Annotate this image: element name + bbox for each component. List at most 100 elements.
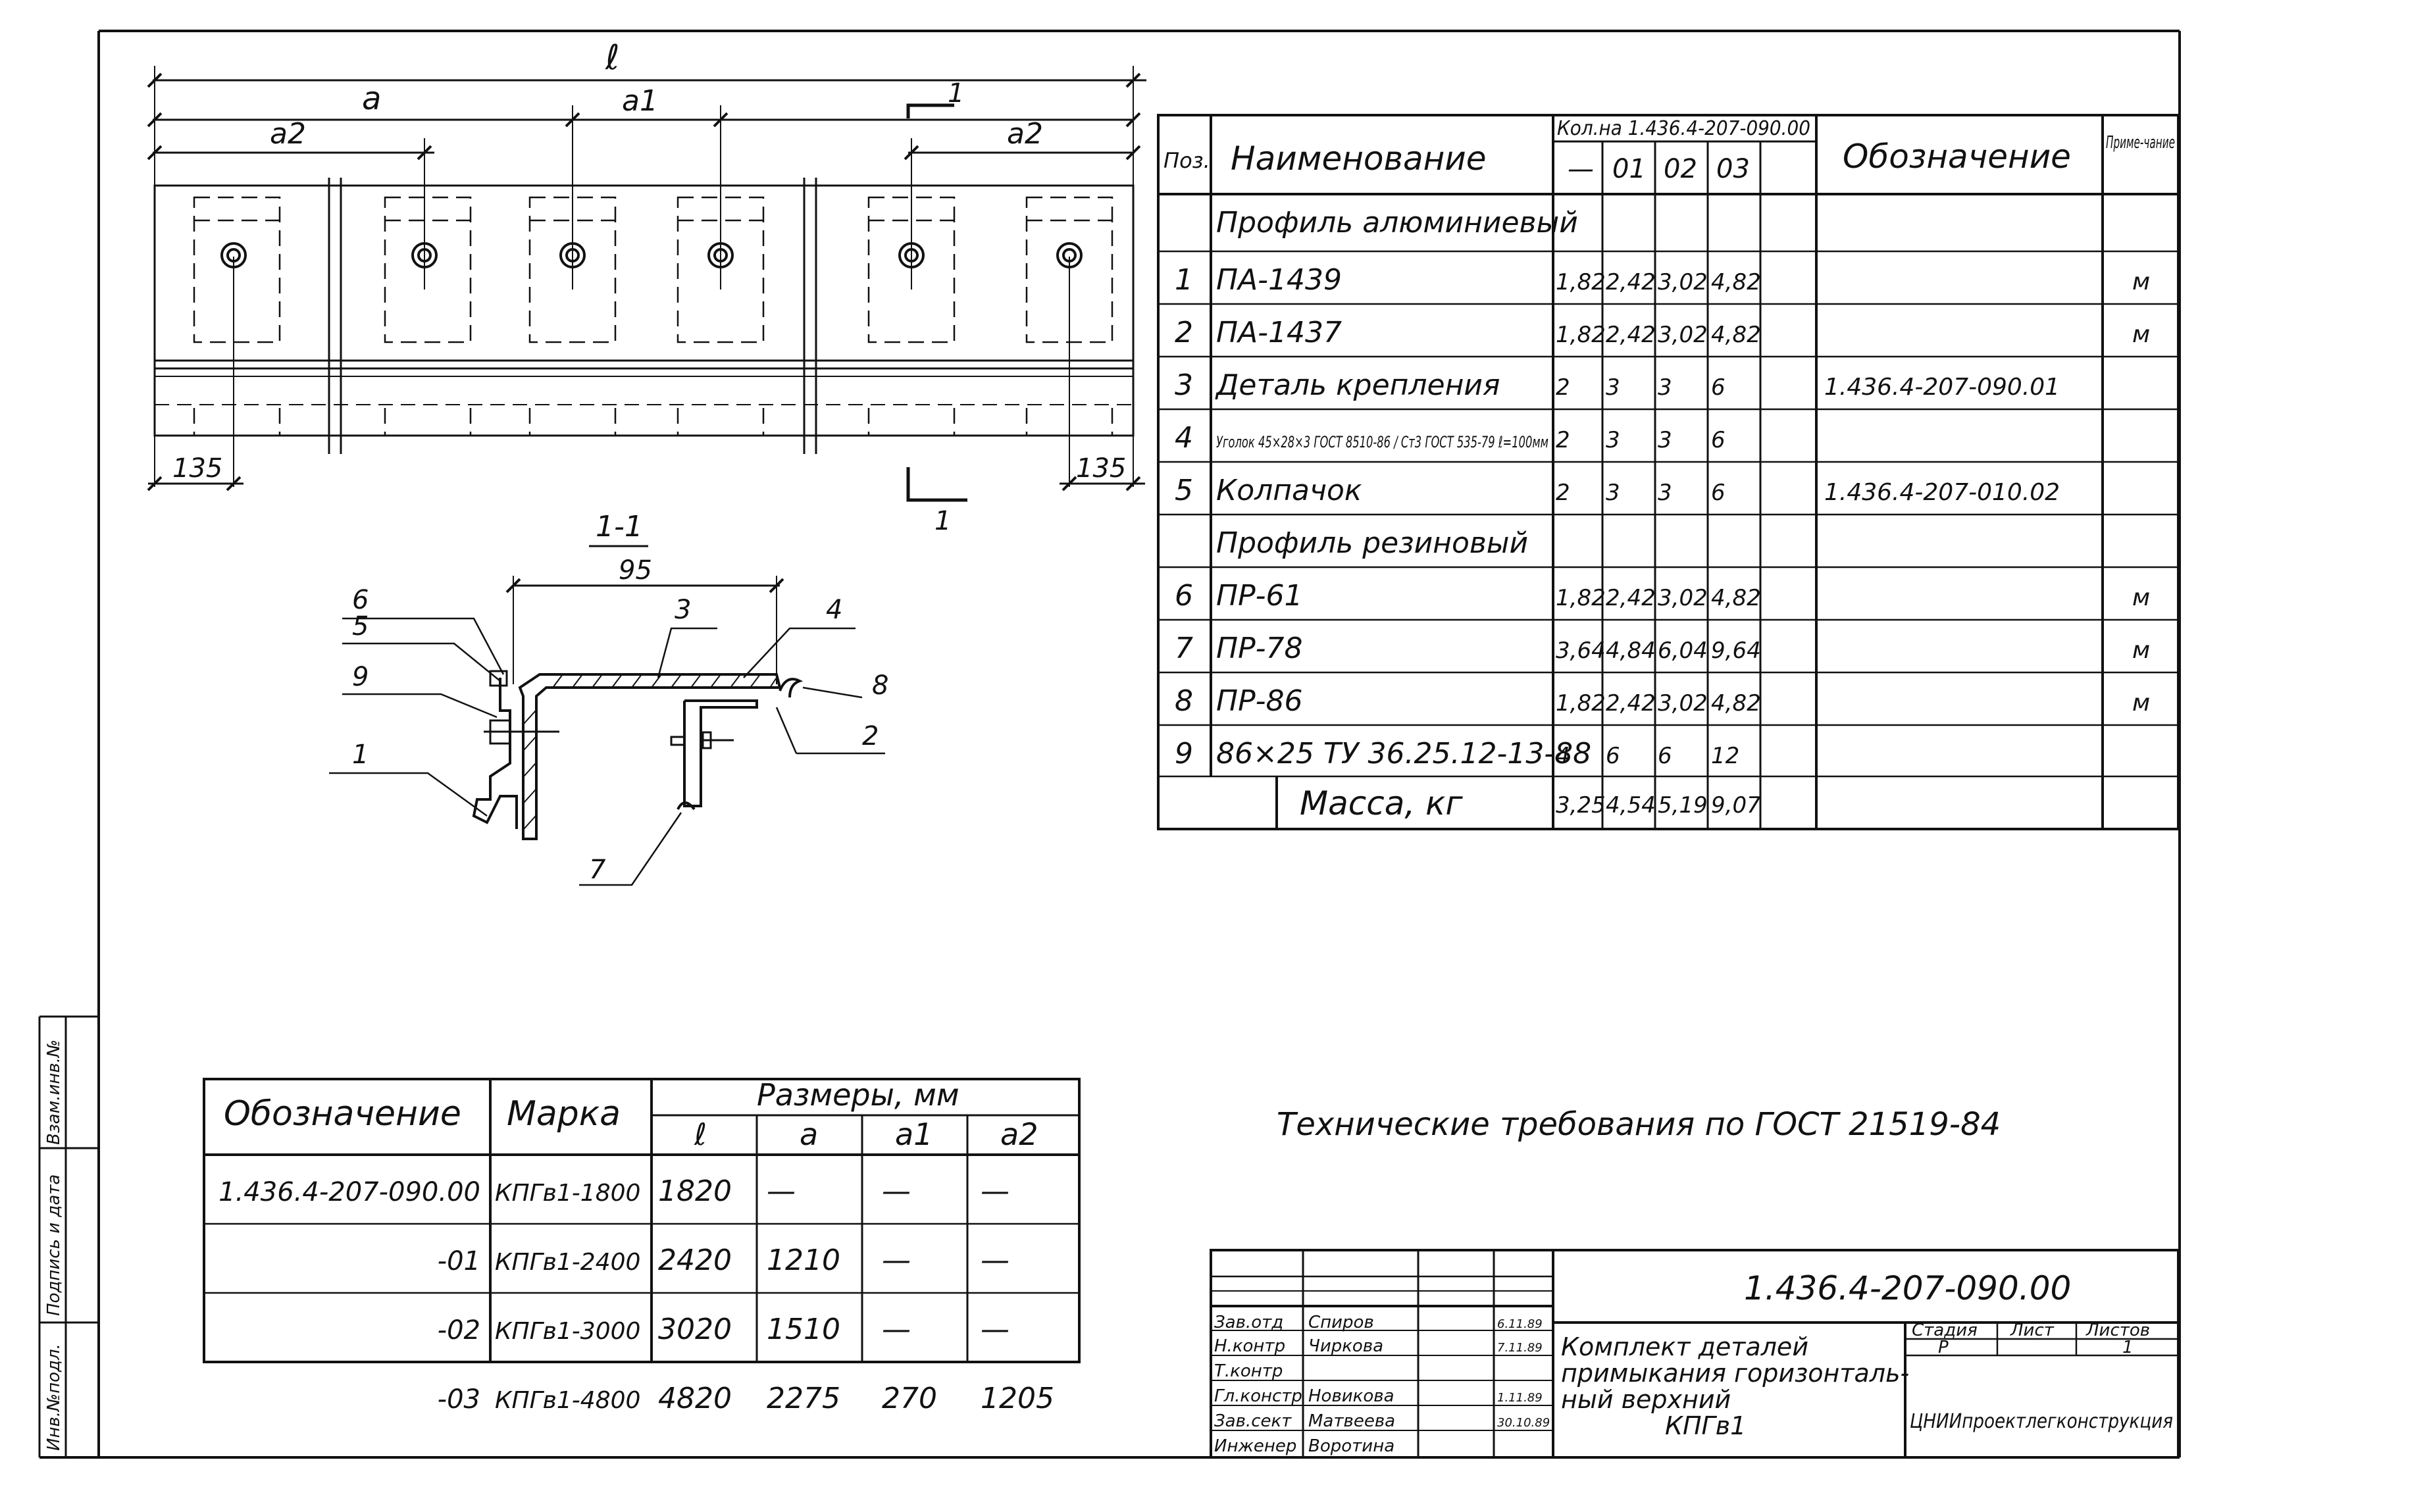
spec-row-qty: 6 <box>1606 743 1620 769</box>
dim-a2-right-label: a2 <box>1007 117 1043 151</box>
spec-row-qty: 6 <box>1711 374 1726 401</box>
callout-9: 9 <box>352 662 369 692</box>
sizes-row-value: — <box>981 1174 1010 1208</box>
spec-mass-q0: 3,25 <box>1556 792 1606 819</box>
spec-row-qty: 12 <box>1711 743 1739 769</box>
spec-row-name: 86×25 ТУ 36.25.12-13-88 <box>1216 737 1591 770</box>
spec-mass-q2: 5,19 <box>1658 792 1708 819</box>
spec-head-qty-3: 03 <box>1716 154 1750 184</box>
spec-row-qty: 2,42 <box>1606 585 1656 611</box>
spec-row-name: ПР-61 <box>1216 579 1302 613</box>
spec-head-pos: Поз. <box>1163 148 1210 173</box>
spec-row-qty: 2,42 <box>1606 690 1656 717</box>
organization: ЦНИИпроектлегконструкция <box>1910 1410 2173 1433</box>
spec-row-note: м <box>2132 637 2150 664</box>
spec-head-note: Приме-чание <box>2106 133 2175 153</box>
spec-row-qty: 4,84 <box>1606 638 1656 664</box>
spec-row-pos: 4 <box>1175 421 1193 455</box>
sizes-head-a1: a1 <box>895 1117 933 1152</box>
spec-row-qty: 3 <box>1658 374 1672 401</box>
sizes-row-value: 2275 <box>767 1382 840 1415</box>
sizes-row-designation: 1.436.4-207-090.00 <box>218 1177 480 1207</box>
sizes-row-value: 270 <box>882 1382 937 1415</box>
spec-row-name: ПА-1439 <box>1216 263 1342 297</box>
sizes-row-value: — <box>882 1244 911 1277</box>
sizes-row-designation: -03 <box>438 1384 480 1415</box>
person-date: 30.10.89 <box>1497 1416 1550 1430</box>
sizes-row-mark: КПГв1-4800 <box>495 1387 640 1414</box>
callout-7: 7 <box>589 855 606 885</box>
spec-table-header: Поз. Наименование Кол.на 1.436.4-207-090… <box>1163 117 2175 184</box>
spec-row-qty: 2,42 <box>1606 269 1656 295</box>
spec-row-qty: 3 <box>1658 480 1672 506</box>
spec-mass-q3: 9,07 <box>1711 792 1761 819</box>
sizes-row-value: 1510 <box>767 1313 840 1346</box>
spec-row-note: м <box>2132 584 2150 611</box>
sizes-head-group: Размеры, мм <box>757 1077 959 1113</box>
spec-row-qty: 3,02 <box>1658 322 1708 348</box>
callout-8: 8 <box>872 670 888 701</box>
dim-135-right-label: 135 <box>1076 453 1126 484</box>
sizes-row-mark: КПГв1-2400 <box>495 1249 640 1276</box>
title-code: 1.436.4-207-090.00 <box>1744 1269 2071 1307</box>
spec-head-designation: Обозначение <box>1843 138 2071 176</box>
person-role: Гл.констр <box>1214 1386 1302 1406</box>
sizes-row-value: 1205 <box>981 1382 1054 1415</box>
spec-row-qty: 3 <box>1606 427 1620 453</box>
spec-row-qty: 4 <box>1556 743 1570 769</box>
tech-requirements: Технические требования по ГОСТ 21519-84 <box>1277 1106 2001 1143</box>
spec-row-pos: 1 <box>1175 263 1193 297</box>
spec-row-note: м <box>2132 268 2150 295</box>
sizes-table-grid <box>203 1078 1081 1363</box>
spec-table-grid <box>1157 114 2180 830</box>
sizes-head-designation: Обозначение <box>224 1094 461 1134</box>
spec-row-pos: 2 <box>1175 316 1193 349</box>
spec-row-name: Уголок 45×28×3 ГОСТ 8510-86 / Ст3 ГОСТ 5… <box>1216 433 1548 451</box>
title-name-4: КПГв1 <box>1665 1411 1746 1440</box>
spec-row-qty: 4,82 <box>1711 690 1761 717</box>
spec-row-pos: 9 <box>1175 737 1193 770</box>
spec-row-qty: 6,04 <box>1658 638 1708 664</box>
sheets-value: 1 <box>2122 1338 2134 1357</box>
person-name: Матвеева <box>1308 1411 1395 1431</box>
spec-row-qty: 3,64 <box>1556 638 1606 664</box>
plan-view <box>147 66 1146 502</box>
title-name-1: Комплект деталей <box>1561 1332 1808 1361</box>
sheet-label: Лист <box>2010 1321 2055 1340</box>
spec-row-qty: 3,02 <box>1658 690 1708 717</box>
callout-2: 2 <box>862 721 879 751</box>
callout-6: 6 <box>352 585 369 615</box>
spec-head-qty-2: 02 <box>1664 154 1697 184</box>
spec-head-qty-0: — <box>1568 154 1594 184</box>
spec-row-qty: 4,82 <box>1711 269 1761 295</box>
spec-head-name: Наименование <box>1231 139 1487 178</box>
spec-row-name: ПР-86 <box>1216 684 1302 718</box>
spec-row-qty: 1,82 <box>1556 269 1606 295</box>
sizes-row-designation: -01 <box>438 1246 480 1276</box>
sizes-row-value: 4820 <box>658 1382 732 1415</box>
section-mark-top: 1 <box>948 78 964 109</box>
section-dim-95: 95 <box>619 555 652 586</box>
person-role: Т.контр <box>1214 1361 1283 1381</box>
spec-row-qty: 3 <box>1606 374 1620 401</box>
dim-a2-left-label: a2 <box>270 117 306 151</box>
spec-row-name: Колпачок <box>1216 474 1362 507</box>
spec-row-pos: 5 <box>1175 474 1193 507</box>
callout-5: 5 <box>352 611 369 642</box>
title-name-3: ный верхний <box>1561 1385 1731 1414</box>
spec-row-qty: 3,02 <box>1658 269 1708 295</box>
person-role: Инженер <box>1214 1436 1296 1456</box>
callout-3: 3 <box>675 595 691 625</box>
spec-row-name: Профиль резиновый <box>1216 526 1528 560</box>
spec-row-note: м <box>2132 321 2150 348</box>
sizes-head-l: ℓ <box>694 1117 707 1152</box>
sheets-label: Листов <box>2085 1321 2150 1340</box>
spec-row-qty: 4,82 <box>1711 585 1761 611</box>
sizes-row-value: 1210 <box>767 1244 840 1277</box>
sizes-row-mark: КПГв1-3000 <box>495 1318 640 1345</box>
spec-row-qty: 6 <box>1711 427 1726 453</box>
spec-mass-q1: 4,54 <box>1606 792 1656 819</box>
side-stamp <box>38 1015 99 1457</box>
person-role: Зав.сект <box>1214 1411 1292 1431</box>
